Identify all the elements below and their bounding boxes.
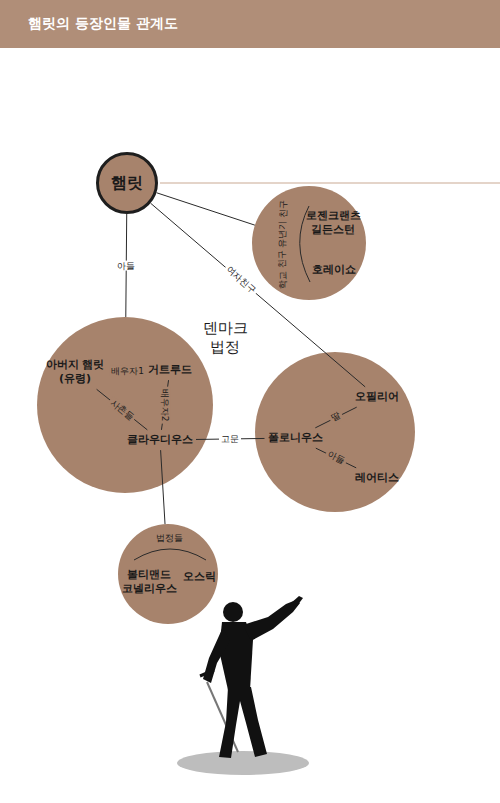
edge-label: 사촌들 bbox=[106, 396, 137, 424]
node-text: 레어티스 bbox=[355, 471, 399, 485]
friends-circle: 유년기 친구학교 친구 로젠크랜츠 길든스턴호레이쇼 bbox=[252, 186, 366, 300]
node-text: 클라우디우스 bbox=[127, 433, 193, 447]
edge-label: 고문 bbox=[219, 434, 241, 445]
arc-line bbox=[134, 549, 206, 560]
title-text: 햄릿의 등장인물 관계도 bbox=[0, 0, 500, 33]
connector bbox=[151, 203, 366, 387]
hamlet-silhouette bbox=[177, 596, 309, 775]
node-text: 오필리어 bbox=[355, 390, 399, 404]
connector bbox=[97, 389, 148, 430]
arc-label: 유년기 친구 bbox=[276, 200, 291, 248]
person-label: 볼티맨드 코넬리우스 bbox=[121, 568, 177, 597]
node-text: 로젠크랜츠 길든스턴 bbox=[301, 209, 365, 238]
hamlet-circle: 햄릿 bbox=[96, 152, 158, 214]
node-text: 폴로니우스 bbox=[268, 431, 323, 445]
node-text: 볼티맨드 코넬리우스 bbox=[121, 568, 177, 597]
courtiers-circle: 법정들볼티맨드 코넬리우스 오스릭 bbox=[118, 524, 218, 624]
person-label: 클라우디우스 bbox=[127, 433, 193, 447]
title-bar: 햄릿의 등장인물 관계도 bbox=[0, 0, 500, 48]
person-label: 레어티스 bbox=[355, 471, 399, 485]
node-text: 거트루드 bbox=[148, 363, 192, 377]
edge-label: 여자친구 bbox=[222, 263, 259, 297]
person-label: 로젠크랜츠 길든스턴 bbox=[301, 209, 365, 238]
connector bbox=[316, 448, 356, 468]
node-text: 아버지 햄릿 (유령) bbox=[43, 358, 107, 387]
connector bbox=[161, 380, 168, 430]
edge-label: 딸 bbox=[328, 410, 344, 425]
arc-label: 법정들 bbox=[156, 532, 183, 545]
edge-label: 배우자1 bbox=[109, 365, 146, 376]
person-label: 호레이쇼 bbox=[312, 263, 356, 277]
connector bbox=[110, 370, 145, 372]
rule-line bbox=[160, 183, 500, 184]
connector bbox=[315, 407, 356, 428]
connector bbox=[125, 214, 127, 317]
edge-label: 아들 bbox=[115, 260, 137, 271]
person-label: 거트루드 bbox=[148, 363, 192, 377]
node-text: 호레이쇼 bbox=[312, 263, 356, 277]
arc-label: 학교 친구 bbox=[276, 250, 290, 289]
person-label: 오스릭 bbox=[183, 570, 216, 584]
person-label: 폴로니우스 bbox=[268, 431, 323, 445]
person-label: 아버지 햄릿 (유령) bbox=[43, 358, 107, 387]
connector bbox=[161, 450, 165, 524]
connector bbox=[196, 438, 265, 439]
edge-label: 아들 bbox=[324, 448, 349, 467]
node-title: 햄릿 bbox=[111, 173, 143, 194]
node-text: 오스릭 bbox=[183, 570, 216, 584]
court-label: 덴마크 법정 bbox=[198, 319, 252, 358]
polonius-family-circle: 오필리어폴로니우스레어티스 bbox=[255, 352, 415, 512]
person-label: 오필리어 bbox=[355, 390, 399, 404]
circle-outline bbox=[252, 186, 366, 300]
edge-label: 배우자2 bbox=[160, 387, 171, 424]
